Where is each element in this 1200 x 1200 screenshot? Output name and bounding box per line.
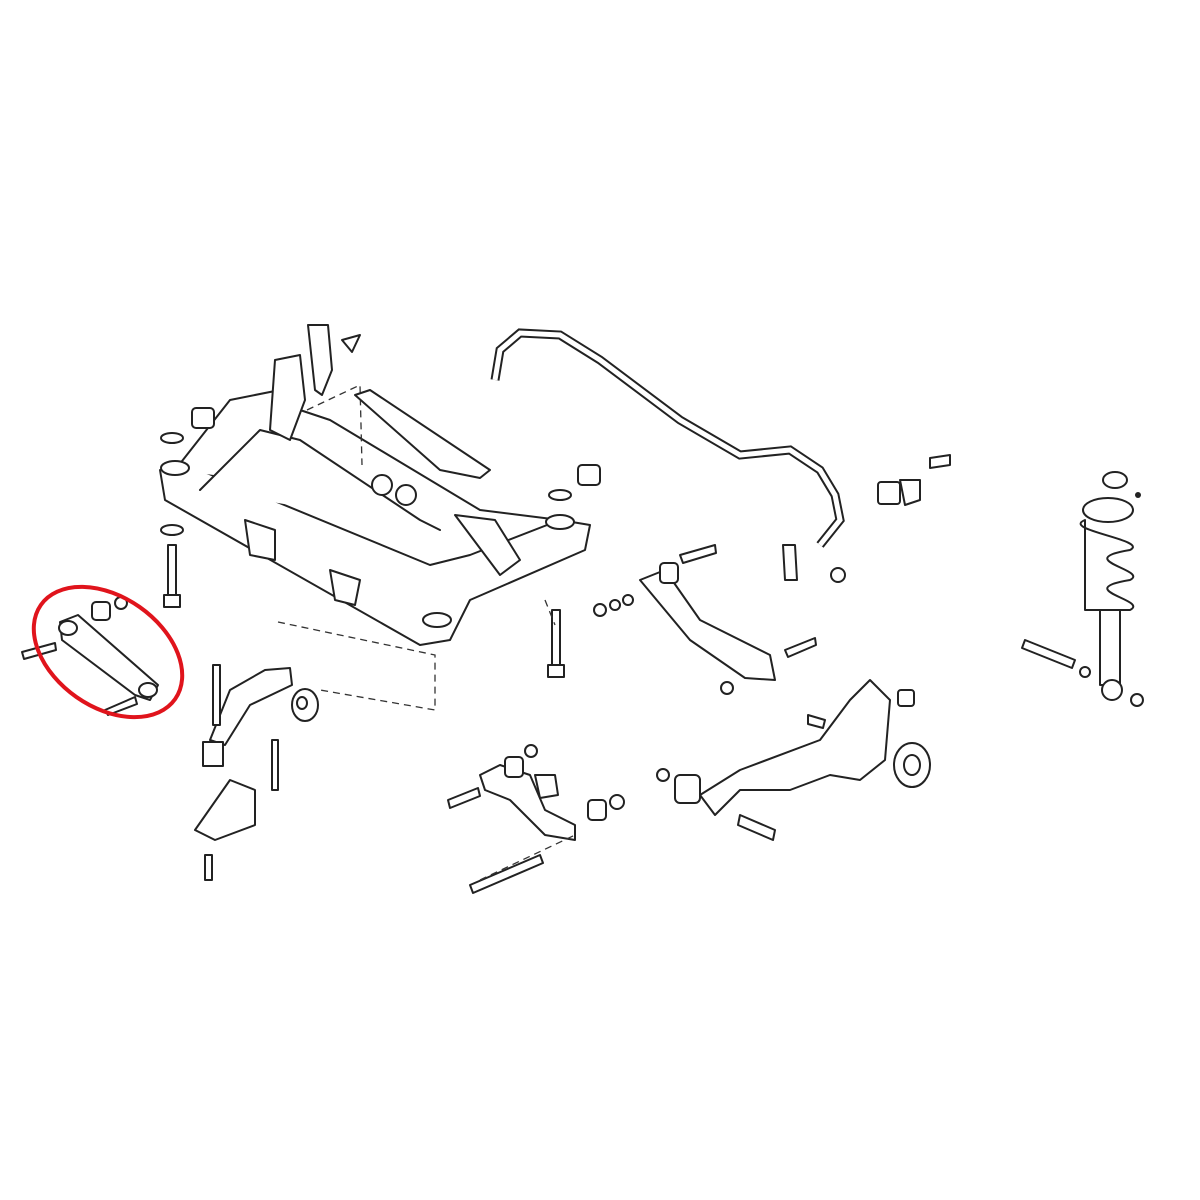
differential-mount-bracket (307, 324, 491, 479)
stabilizer-bar (490, 328, 951, 548)
highlight-ellipse-icon (31, 584, 185, 720)
lower-control-arm (447, 744, 625, 894)
lateral-link (21, 596, 159, 716)
rear-subframe (159, 354, 591, 646)
stabilizer-link (782, 544, 846, 583)
coilover-shock-absorber (1021, 471, 1144, 707)
subframe-mount-hardware (160, 383, 601, 722)
upper-control-arm (593, 544, 817, 695)
rear-knuckle-trailing-arm (656, 679, 931, 841)
trailing-link-bracket (194, 664, 293, 881)
